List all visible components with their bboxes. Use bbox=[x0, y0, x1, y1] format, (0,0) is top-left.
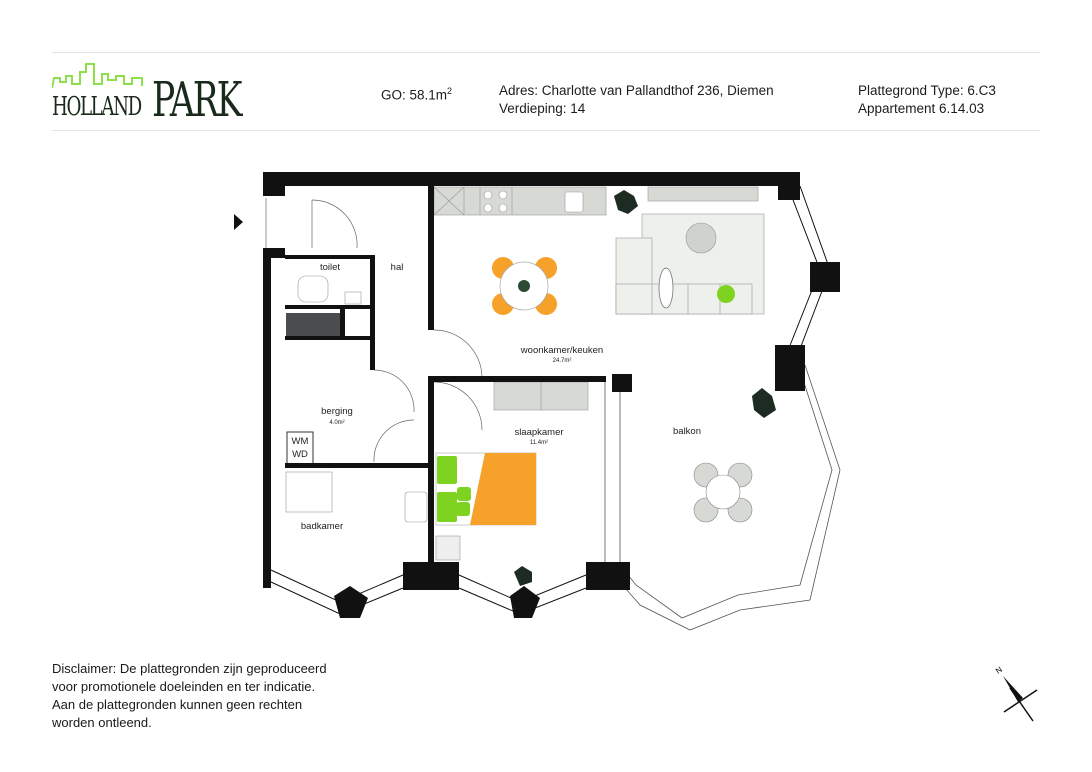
wm-label: WM bbox=[292, 436, 309, 447]
logo-word-park: PARK bbox=[152, 72, 242, 128]
gross-area: GO: 58.1m2 bbox=[381, 82, 452, 105]
entrance-arrow-icon bbox=[234, 214, 243, 230]
room-label-berging: berging bbox=[321, 406, 353, 417]
storage-unit bbox=[286, 313, 340, 337]
skyline-icon bbox=[52, 63, 143, 89]
header-rule-top bbox=[52, 52, 1040, 53]
plant-green bbox=[717, 285, 735, 303]
plan-type: Plattegrond Type: 6.C3 bbox=[858, 83, 996, 98]
balcony-dining-set bbox=[693, 462, 753, 523]
bathroom-sink bbox=[404, 491, 428, 523]
person-figure bbox=[658, 267, 674, 309]
disclaimer-line: voor promotionele doeleinden en ter indi… bbox=[52, 679, 316, 694]
wd-label: WD bbox=[292, 449, 308, 460]
room-label-hal: hal bbox=[391, 262, 404, 273]
room-area-berging: 4.0m² bbox=[329, 420, 344, 426]
room-label-toilet: toilet bbox=[320, 262, 340, 273]
kitchen-counter bbox=[433, 186, 607, 216]
windows bbox=[270, 185, 831, 615]
cushion bbox=[456, 502, 470, 516]
disclaimer-line: Aan de plattegronden kunnen geen rechten bbox=[52, 697, 303, 712]
plant-icon bbox=[752, 388, 776, 418]
floor-level: Verdieping: 14 bbox=[499, 101, 586, 116]
address: Adres: Charlotte van Pallandthof 236, Di… bbox=[499, 83, 774, 98]
coffee-table bbox=[685, 222, 717, 254]
disclaimer-line: worden ontleend. bbox=[52, 715, 152, 730]
pillow bbox=[437, 456, 457, 484]
dining-set bbox=[492, 257, 557, 315]
heater bbox=[435, 535, 461, 561]
tv-cabinet bbox=[647, 186, 759, 202]
cushion bbox=[457, 487, 471, 501]
wm-wd-box bbox=[286, 431, 314, 465]
logo-word-holland: HOLLAND bbox=[52, 92, 142, 122]
toilet-sink bbox=[344, 291, 362, 305]
hollandpark-logo: HOLLAND PARK bbox=[52, 60, 257, 128]
room-label-balkon: balkon bbox=[673, 426, 701, 437]
gross-area-unit-sup: 2 bbox=[447, 86, 453, 96]
apartment-number: Appartement 6.14.03 bbox=[858, 101, 985, 116]
north-label: N bbox=[994, 665, 1004, 676]
plant-icon bbox=[614, 190, 638, 214]
room-area-woonkamer: 24.7m² bbox=[553, 358, 572, 364]
plan-info-block: Plattegrond Type: 6.C3 Appartement 6.14.… bbox=[858, 82, 996, 118]
toilet-bowl bbox=[297, 275, 329, 303]
plant-icon bbox=[514, 566, 532, 586]
bed-blanket bbox=[470, 453, 536, 525]
header-rule-bottom bbox=[52, 130, 1040, 131]
gross-area-value: GO: 58.1m bbox=[381, 87, 448, 103]
room-label-slaapkamer: slaapkamer bbox=[514, 427, 563, 438]
room-label-woonkamer: woonkamer/keuken bbox=[520, 345, 603, 356]
disclaimer: Disclaimer: De plattegronden zijn geprod… bbox=[52, 660, 412, 732]
walls bbox=[263, 172, 840, 618]
room-label-badkamer: badkamer bbox=[301, 521, 343, 532]
doors bbox=[265, 198, 483, 463]
pillow bbox=[437, 492, 457, 522]
shower bbox=[285, 471, 333, 513]
address-block: Adres: Charlotte van Pallandthof 236, Di… bbox=[499, 82, 774, 118]
room-area-slaapkamer: 11.4m² bbox=[530, 440, 548, 446]
north-compass-icon: N bbox=[994, 665, 1038, 722]
disclaimer-line: Disclaimer: De plattegronden zijn geprod… bbox=[52, 661, 327, 676]
